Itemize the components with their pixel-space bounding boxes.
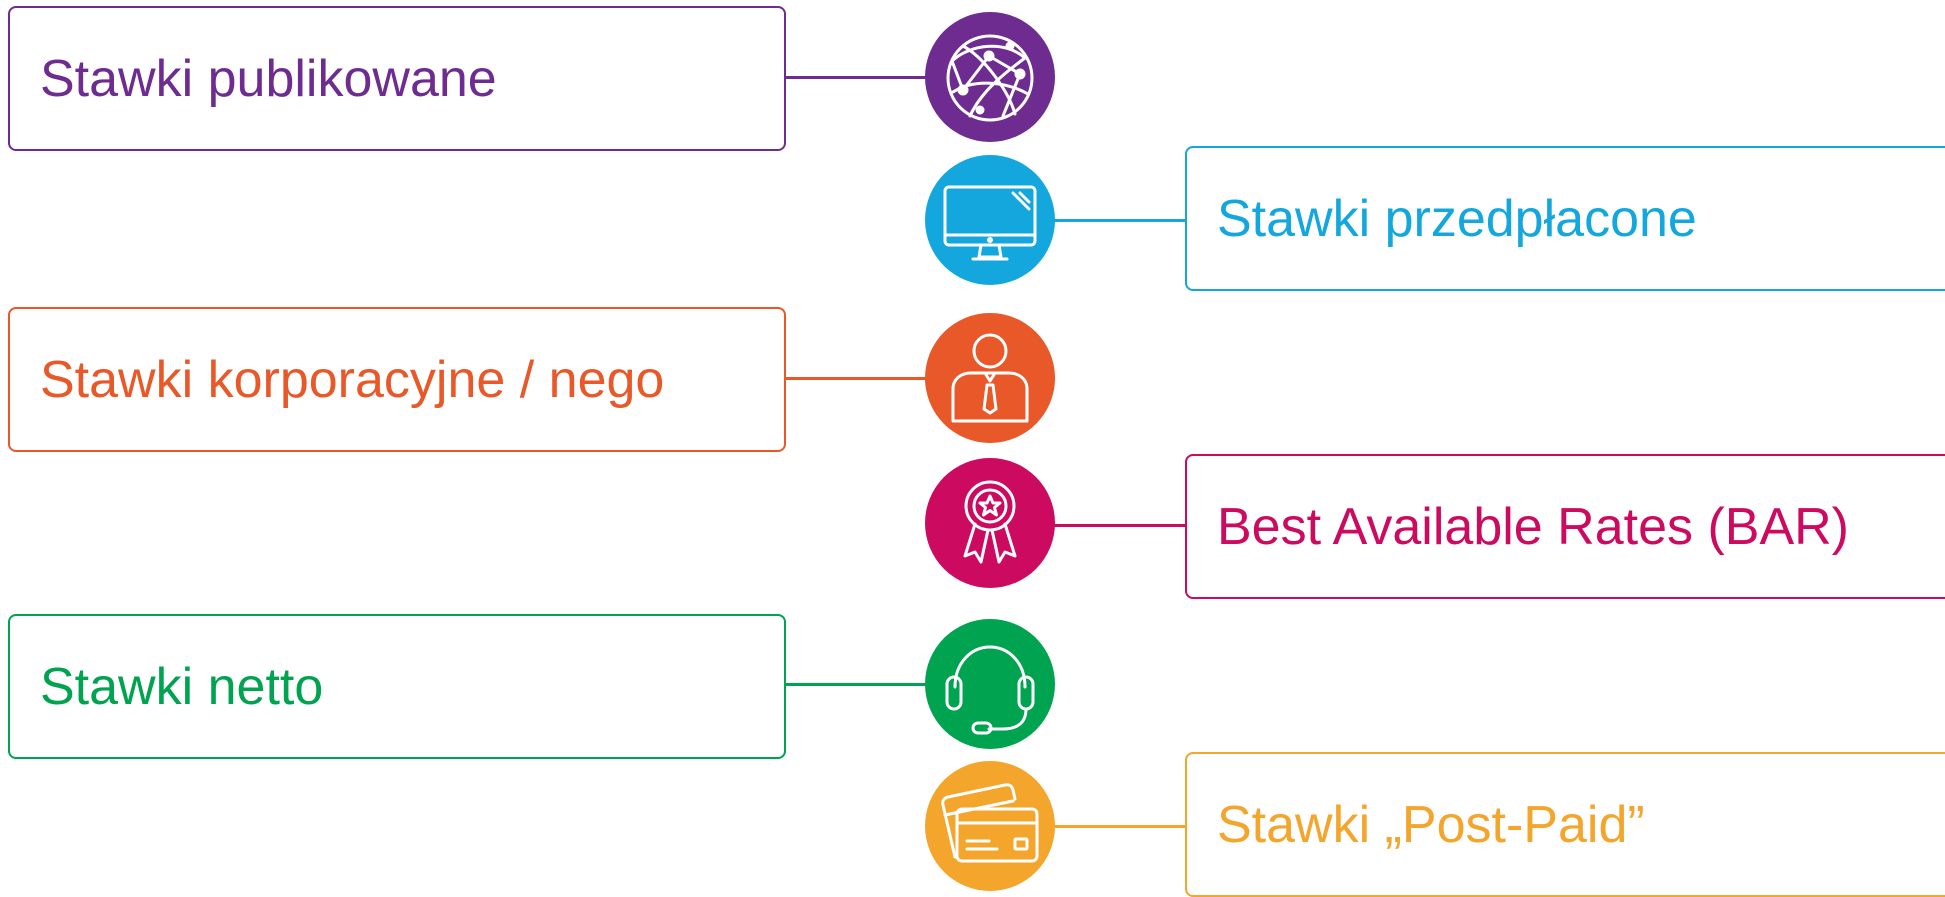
businessman-icon: [925, 313, 1055, 443]
rate-label: Stawki publikowane: [40, 49, 497, 108]
computer-monitor-icon: [925, 155, 1055, 285]
rate-box-postpaid: Stawki „Post-Paid”: [1185, 752, 1945, 897]
connector-line: [786, 377, 928, 380]
rate-box-published: Stawki publikowane: [8, 6, 786, 151]
connector-line: [1052, 825, 1187, 828]
rate-label: Stawki przedpłacone: [1217, 189, 1697, 248]
connector-line: [1052, 219, 1187, 222]
rate-label: Stawki netto: [40, 657, 324, 716]
connector-line: [786, 683, 928, 686]
credit-cards-icon: [925, 761, 1055, 891]
rate-label: Stawki „Post-Paid”: [1217, 795, 1645, 854]
connector-line: [786, 76, 928, 79]
globe-network-icon: [925, 12, 1055, 142]
rate-label: Best Available Rates (BAR): [1217, 497, 1849, 556]
headset-icon: [925, 619, 1055, 749]
rate-box-bar: Best Available Rates (BAR): [1185, 454, 1945, 599]
award-ribbon-icon: [925, 458, 1055, 588]
connector-line: [1052, 524, 1187, 527]
rate-box-corporate: Stawki korporacyjne / nego: [8, 307, 786, 452]
rate-box-prepaid: Stawki przedpłacone: [1185, 146, 1945, 291]
rate-label: Stawki korporacyjne / nego: [40, 350, 665, 409]
rate-box-net: Stawki netto: [8, 614, 786, 759]
